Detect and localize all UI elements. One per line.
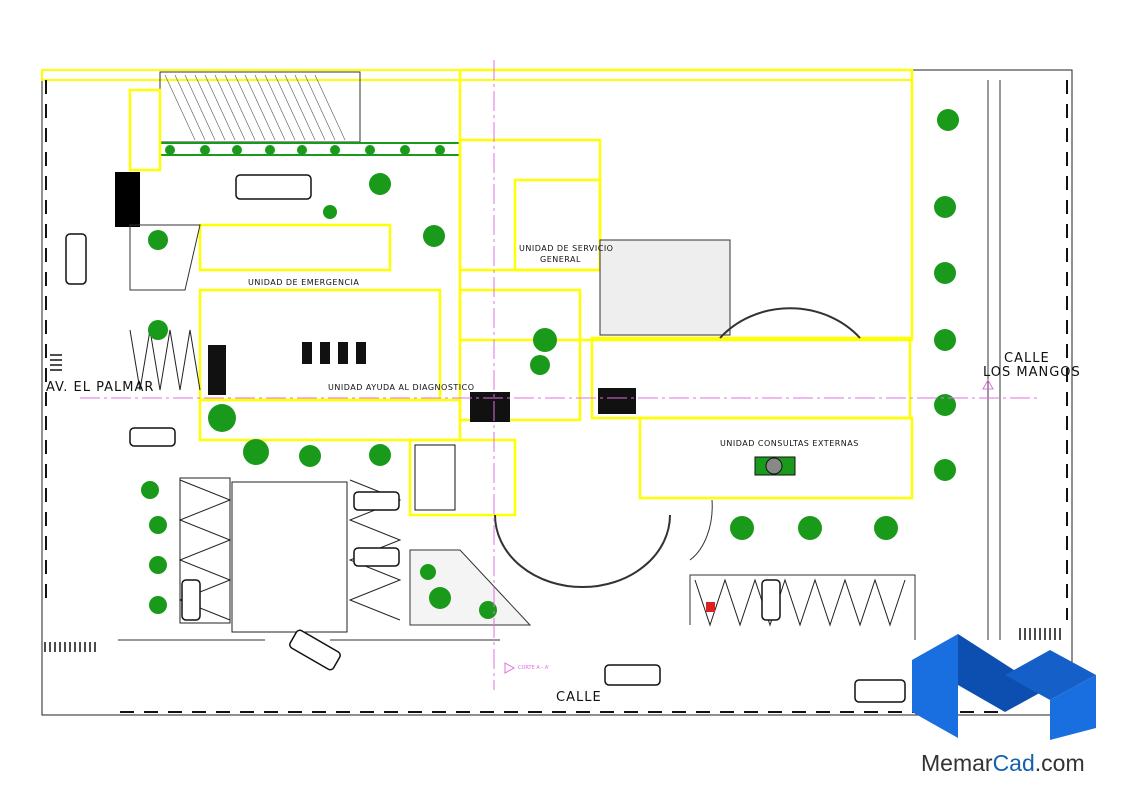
street-av-el-palmar: AV. EL PALMAR	[46, 380, 155, 395]
plaza-arc-south	[494, 514, 671, 589]
label-unidad-emergencia: UNIDAD DE EMERGENCIA	[248, 278, 360, 287]
accessible-parking-icon	[706, 602, 715, 612]
plaza-arc-north	[719, 307, 861, 339]
curb-south	[118, 574, 916, 641]
memarcad-logo	[912, 634, 1096, 740]
black-block	[115, 172, 140, 227]
furniture	[208, 342, 636, 511]
watermark-brand: MemarCad.com	[921, 750, 1085, 777]
brand-prefix: Memar	[921, 750, 993, 776]
street-calle-1: CALLE	[1004, 351, 1050, 366]
label-servicio-general-2: GENERAL	[540, 255, 581, 264]
fountain-center	[765, 457, 783, 475]
street-los-mangos: LOS MANGOS	[983, 365, 1081, 380]
rock-garden	[599, 239, 731, 336]
section-cut-label: CORTE A - A'	[518, 665, 550, 671]
parking-stalls	[129, 329, 906, 633]
plaza-arc-se	[689, 499, 713, 561]
label-unidad-diagnostico: UNIDAD AYUDA AL DIAGNOSTICO	[328, 383, 475, 392]
vehicles	[65, 174, 906, 703]
brand-accent: Cad	[992, 750, 1035, 776]
trees	[141, 109, 959, 619]
crosswalks	[44, 354, 1061, 652]
canopy-hatch	[164, 74, 346, 141]
brand-suffix: .com	[1034, 750, 1085, 776]
triangle-garden	[409, 549, 532, 626]
label-servicio-general-1: UNIDAD DE SERVICIO	[519, 244, 614, 253]
street-calle-south: CALLE	[556, 690, 602, 705]
section-marker-south	[504, 662, 516, 674]
label-consultas-externas: UNIDAD CONSULTAS EXTERNAS	[720, 439, 859, 448]
section-marker-east	[982, 378, 994, 390]
building-walls	[128, 68, 914, 517]
planter-nw	[129, 224, 201, 291]
